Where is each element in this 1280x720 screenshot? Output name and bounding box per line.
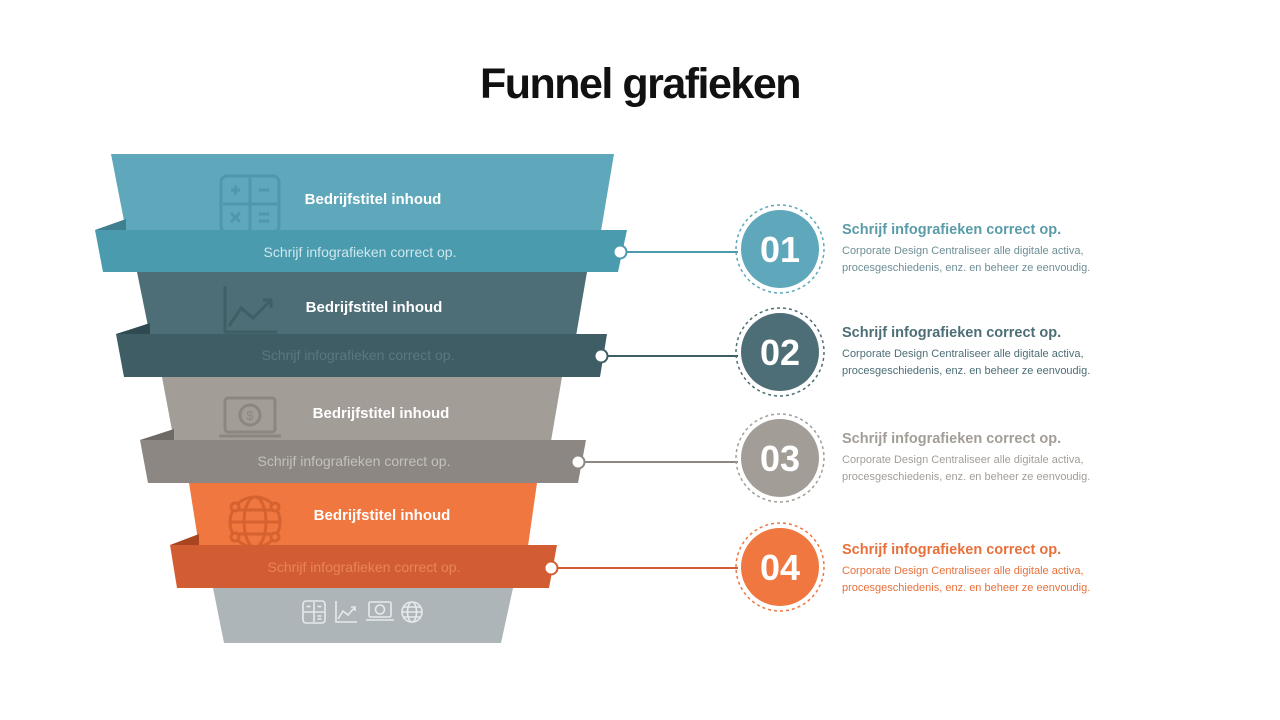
band-subtitle-3: Schrijf infografieken correct op. bbox=[258, 453, 451, 469]
ribbon-fold-1 bbox=[95, 219, 126, 230]
ribbon-fold-4 bbox=[170, 534, 199, 545]
number-label-1: 01 bbox=[760, 229, 800, 270]
funnel-bottom bbox=[213, 588, 513, 643]
band-title-3: Bedrijfstitel inhoud bbox=[313, 405, 450, 422]
number-badge-2 bbox=[741, 313, 819, 391]
ribbon-fold-3 bbox=[140, 429, 174, 440]
connector-dot-1 bbox=[612, 244, 628, 260]
step-heading-1: Schrijf infografieken correct op. bbox=[842, 222, 1062, 238]
band-subtitle-4: Schrijf infografieken correct op. bbox=[268, 559, 461, 575]
funnel-band-1 bbox=[111, 154, 614, 231]
step-desc-2a: Corporate Design Centraliseer alle digit… bbox=[842, 348, 1084, 360]
funnel-ribbon-2 bbox=[116, 334, 607, 377]
globe-network-icon bbox=[401, 601, 423, 623]
connector-dot-2 bbox=[593, 348, 609, 364]
funnel-band-2 bbox=[137, 272, 587, 336]
step-heading-4: Schrijf infografieken correct op. bbox=[842, 542, 1062, 558]
step-text-1: Schrijf infografieken correct op. Corpor… bbox=[842, 222, 1262, 277]
number-label-2: 02 bbox=[760, 332, 800, 373]
connector-dot-4 bbox=[543, 560, 559, 576]
step-desc-4b: procesgeschiedenis, enz. en beheer ze ee… bbox=[842, 582, 1091, 594]
calculator-icon bbox=[302, 600, 326, 624]
connector-dot-3 bbox=[570, 454, 586, 470]
number-label-4: 04 bbox=[760, 547, 800, 588]
funnel-ribbon-3 bbox=[140, 440, 586, 483]
funnel-ribbon-4 bbox=[170, 545, 557, 588]
funnel-band-4 bbox=[189, 483, 537, 546]
calculator-icon bbox=[219, 174, 281, 234]
step-text-3: Schrijf infografieken correct op. Corpor… bbox=[842, 431, 1262, 486]
band-title-4: Bedrijfstitel inhoud bbox=[314, 507, 451, 524]
funnel-stage-1: Bedrijfstitel inhoud Schrijf infografiek… bbox=[95, 154, 825, 294]
number-ring-1 bbox=[735, 204, 825, 294]
step-desc-3a: Corporate Design Centraliseer alle digit… bbox=[842, 454, 1084, 466]
step-heading-3: Schrijf infografieken correct op. bbox=[842, 431, 1062, 447]
chart-up-icon bbox=[223, 286, 277, 334]
funnel-band-3 bbox=[162, 377, 562, 441]
funnel-stage-2: Bedrijfstitel inhoud Schrijf infografiek… bbox=[116, 272, 825, 397]
funnel-ribbon-1 bbox=[95, 230, 627, 272]
step-text-4: Schrijf infografieken correct op. Corpor… bbox=[842, 542, 1262, 597]
step-desc-2b: procesgeschiedenis, enz. en beheer ze ee… bbox=[842, 365, 1091, 377]
number-label-3: 03 bbox=[760, 438, 800, 479]
laptop-dollar-icon bbox=[366, 601, 394, 621]
number-badge-3 bbox=[741, 419, 819, 497]
number-badge-1 bbox=[741, 210, 819, 288]
svg-text:$: $ bbox=[246, 408, 254, 423]
funnel-stage-3: $ Bedrijfstitel inhoud Schrijf infografi… bbox=[140, 377, 825, 503]
number-ring-2 bbox=[735, 307, 825, 397]
funnel-band-bottom bbox=[213, 588, 513, 643]
step-desc-3b: procesgeschiedenis, enz. en beheer ze ee… bbox=[842, 471, 1091, 483]
page-title: Funnel grafieken bbox=[479, 60, 802, 108]
number-badge-4 bbox=[741, 528, 819, 606]
funnel-stage-4: Bedrijfstitel inhoud Schrijf infografiek… bbox=[170, 483, 825, 612]
step-heading-2: Schrijf infografieken correct op. bbox=[842, 325, 1062, 341]
number-ring-4 bbox=[735, 522, 825, 612]
laptop-dollar-icon: $ bbox=[219, 396, 281, 438]
ribbon-fold-2 bbox=[116, 323, 150, 334]
chart-up-icon bbox=[335, 601, 357, 623]
step-desc-4a: Corporate Design Centraliseer alle digit… bbox=[842, 565, 1084, 577]
band-title-2: Bedrijfstitel inhoud bbox=[306, 299, 443, 316]
number-ring-3 bbox=[735, 413, 825, 503]
band-title-1: Bedrijfstitel inhoud bbox=[305, 191, 442, 208]
band-subtitle-2: Schrijf infografieken correct op. bbox=[262, 347, 455, 363]
step-desc-1b: procesgeschiedenis, enz. en beheer ze ee… bbox=[842, 262, 1091, 274]
step-desc-1a: Corporate Design Centraliseer alle digit… bbox=[842, 245, 1084, 257]
band-subtitle-1: Schrijf infografieken correct op. bbox=[264, 244, 457, 260]
step-text-2: Schrijf infografieken correct op. Corpor… bbox=[842, 325, 1262, 380]
